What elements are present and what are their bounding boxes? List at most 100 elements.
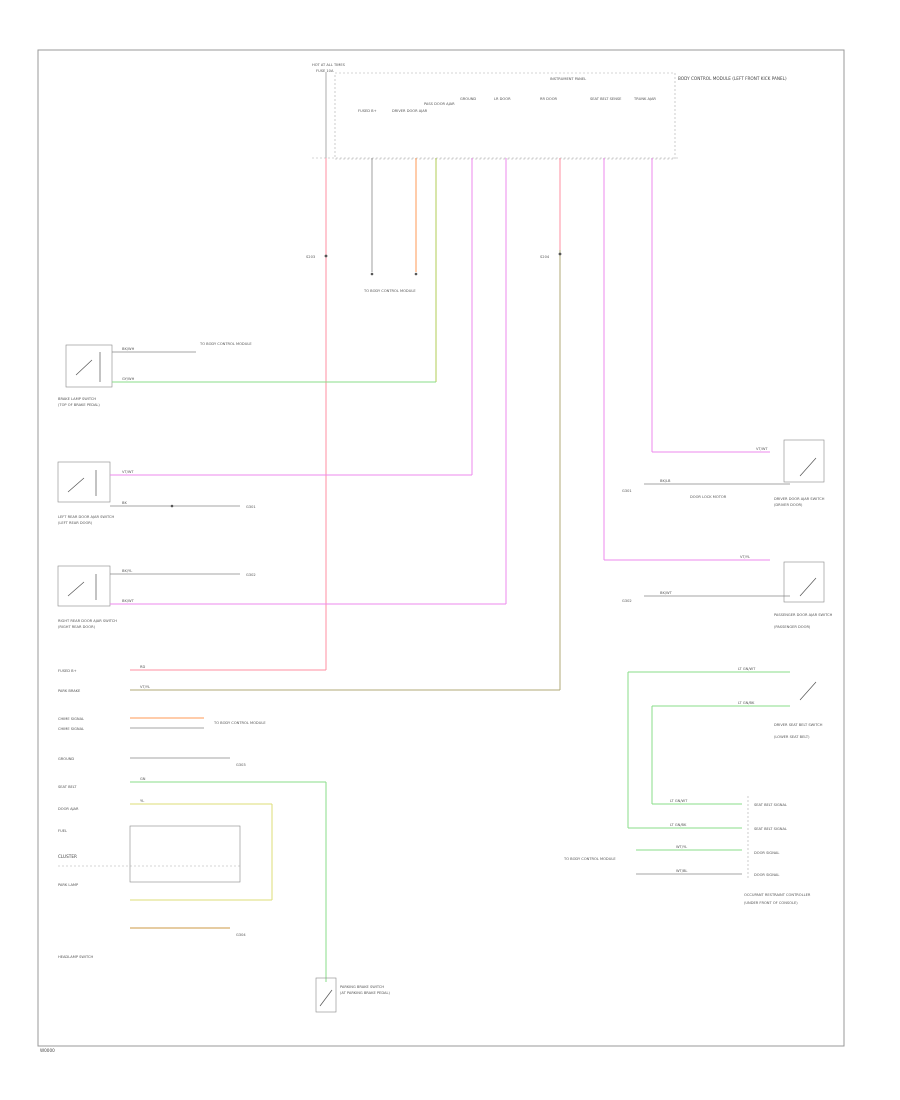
pd-switch-name: PASSENGER DOOR AJAR SWITCH	[774, 613, 833, 617]
cluster-wire-code: RD	[140, 665, 145, 669]
pb-switch-loc: (AT PARKING BRAKE PEDAL)	[340, 991, 390, 995]
rr-switch-name: RIGHT REAR DOOR AJAR SWITCH	[58, 619, 117, 623]
sb-wire-code: LT GN/BK	[738, 701, 755, 705]
lr-wire-code: VT/WT	[122, 470, 134, 474]
ground-label: G304	[236, 933, 246, 937]
switch-symbol	[799, 457, 817, 477]
ground-label: G302	[622, 599, 632, 603]
cluster-pin: GROUND	[58, 757, 74, 761]
dd-switch-name: DRIVER DOOR AJAR SWITCH	[774, 497, 825, 501]
switch-symbol	[67, 574, 97, 600]
switch-box	[57, 565, 111, 607]
sb-wire-code: LT GN/WT	[738, 667, 756, 671]
dd-switch-loc: (DRIVER DOOR)	[774, 503, 803, 507]
brake-switch-loc: (TOP OF BRAKE PEDAL)	[58, 403, 100, 407]
parking-brake-switch: PARKING BRAKE SWITCH (AT PARKING BRAKE P…	[315, 977, 390, 1013]
cluster-pin: SEAT BELT	[58, 785, 77, 789]
brake-lamp-switch: BK/WH TO BODY CONTROL MODULE GY/WH BRAKE…	[58, 342, 436, 407]
bcm-pin-label: SEAT BELT SENSE	[590, 97, 622, 101]
bcm-pin-label: DRIVER DOOR AJAR	[392, 109, 428, 113]
to-module-label: TO BODY CONTROL MODULE	[363, 289, 416, 293]
switch-symbol	[319, 989, 333, 1007]
lr-door-switch: VT/WT BK G301 LEFT REAR DOOR AJAR SWITCH…	[57, 461, 472, 525]
orc-wire-code: LT GN/BK	[670, 823, 687, 827]
splice-dot	[558, 252, 562, 256]
hot-label: HOT AT ALL TIMES	[312, 63, 346, 67]
ground-label: G302	[246, 573, 256, 577]
to-module-ref: TO BODY CONTROL MODULE	[213, 721, 266, 725]
bcm-box	[334, 72, 676, 160]
bcm-pin-label: PASS DOOR AJAR	[424, 102, 455, 106]
cluster-pin: CHIME SIGNAL	[58, 717, 84, 721]
orc-wire-code: WT/BL	[676, 869, 687, 873]
cluster-label: CLUSTER	[58, 854, 77, 859]
rr-switch-loc: (RIGHT REAR DOOR)	[58, 625, 96, 629]
sb-switch-name: DRIVER SEAT BELT SWITCH	[774, 723, 823, 727]
orc-pin: SEAT BELT SIGNAL	[754, 827, 787, 831]
driver-door-switch: VT/WT G301 BK/LB DOOR LOCK MOTOR DRIVER …	[622, 439, 825, 507]
bcm-pin-label: TRUNK AJAR	[633, 97, 656, 101]
orc-pin: SEAT BELT SIGNAL	[754, 803, 787, 807]
cluster-inner-box	[129, 825, 241, 883]
pd-wire-code: VT/YL	[740, 555, 750, 559]
dd-sub: DOOR LOCK MOTOR	[690, 495, 727, 499]
switch-symbol	[799, 681, 817, 701]
bcm-title: BODY CONTROL MODULE (LEFT FRONT KICK PAN…	[678, 76, 787, 81]
cluster-pin: FUEL	[58, 829, 67, 833]
rr-wire-code-gnd: BK/YL	[122, 569, 132, 573]
switch-symbol	[799, 577, 817, 597]
lr-switch-loc: (LEFT REAR DOOR)	[58, 521, 93, 525]
orc-title: OCCUPANT RESTRAINT CONTROLLER	[744, 893, 811, 897]
cluster-wire-code: GN	[140, 777, 146, 781]
bcm-pin-labels: FUSED B+ DRIVER DOOR AJAR PASS DOOR AJAR…	[358, 97, 656, 113]
diagram-frame	[37, 49, 845, 1047]
splice-dot	[324, 254, 328, 258]
bcm-pin-label: LR DOOR	[494, 97, 511, 101]
connector-pin	[370, 272, 374, 276]
fuse-label: FUSE 10A	[316, 69, 334, 73]
cluster-wire-code: YL	[140, 799, 144, 803]
splice-dot	[170, 504, 174, 508]
rr-door-switch: BK/YL G302 BK/WT RIGHT REAR DOOR AJAR SW…	[57, 565, 506, 629]
ground-label: G301	[246, 505, 256, 509]
orc-pin: DOOR SIGNAL	[754, 873, 779, 877]
cluster-pin: PARK LAMP	[58, 883, 79, 887]
cluster-pin: FUSED B+	[58, 669, 77, 673]
dd-wire-code: BK/LB	[660, 479, 671, 483]
pb-switch-name: PARKING BRAKE SWITCH	[340, 985, 384, 989]
to-module-ref: TO BODY CONTROL MODULE	[199, 342, 252, 346]
cluster-pin: DOOR AJAR	[58, 807, 79, 811]
splice-label: S204	[540, 255, 550, 259]
switch-box	[783, 439, 825, 483]
footer-code: W0000	[40, 1048, 55, 1053]
bcm-pin-label: FUSED B+	[358, 109, 377, 113]
orc-wire-code: WT/YL	[676, 845, 687, 849]
dd-wire-code: VT/WT	[756, 447, 768, 451]
pd-wire-code: BK/WT	[660, 591, 673, 595]
sb-switch-loc: (LOWER SEAT BELT)	[774, 735, 810, 739]
switch-box	[65, 344, 113, 388]
lr-switch-name: LEFT REAR DOOR AJAR SWITCH	[58, 515, 114, 519]
passenger-door-switch: VT/YL G302 BK/WT PASSENGER DOOR AJAR SWI…	[604, 555, 833, 629]
ground-label: G301	[622, 489, 632, 493]
occupant-controller: LT GN/WT LT GN/BK WT/YL WT/BL TO BODY CO…	[563, 796, 811, 905]
switch-box	[315, 977, 337, 1013]
cluster-section: FUSED B+ RD PARK BRAKE VT/YL CHIME SIGNA…	[58, 665, 560, 982]
orc-ref-label: TO BODY CONTROL MODULE	[563, 857, 616, 861]
bcm-wires	[325, 158, 653, 690]
cluster-pin: CHIME SIGNAL	[58, 727, 84, 731]
ipm-label: INSTRUMENT PANEL	[550, 77, 586, 81]
switch-box	[783, 561, 825, 603]
ground-label: G303	[236, 763, 246, 767]
brake-switch-name: BRAKE LAMP SWITCH	[58, 397, 96, 401]
switch-box	[57, 461, 111, 503]
brake-wire-code: BK/WH	[122, 347, 135, 351]
orc-wire-code: LT GN/WT	[670, 799, 688, 803]
orc-loc: (UNDER FRONT OF CONSOLE)	[744, 901, 798, 905]
headlamp-switch-label: HEADLAMP SWITCH	[58, 955, 94, 959]
module-connector: TO BODY CONTROL MODULE	[363, 272, 418, 293]
splice-label: S203	[306, 255, 315, 259]
brake-wire-code-2: GY/WH	[122, 377, 135, 381]
cluster-wire-code: VT/YL	[140, 685, 150, 689]
